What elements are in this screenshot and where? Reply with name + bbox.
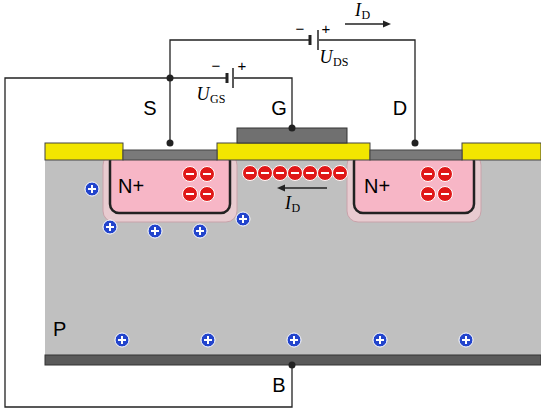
polarity-sign: −	[296, 21, 305, 38]
battery-symbol	[227, 30, 318, 88]
oxide-layer	[45, 143, 123, 160]
subscript: D	[292, 202, 301, 215]
polarity-sign: −	[212, 58, 221, 75]
region-label: N+	[118, 175, 144, 198]
region-label: N+	[364, 175, 390, 198]
electrons	[183, 166, 453, 202]
n-region	[110, 152, 230, 213]
subscript: DS	[333, 56, 348, 69]
n-region	[354, 152, 474, 213]
current-arrow	[277, 21, 391, 192]
terminal-label: G	[271, 97, 287, 119]
current-symbol: I	[355, 1, 361, 21]
holes	[85, 182, 473, 347]
voltage-symbol: U	[197, 85, 210, 105]
subscript: D	[362, 9, 371, 22]
oxide-layer	[462, 143, 541, 160]
polarity-sign: +	[238, 58, 247, 75]
electron-signs	[186, 173, 449, 194]
n-plus-region: N+	[354, 160, 474, 213]
terminal-label: B	[272, 374, 285, 396]
circuit-wires	[5, 40, 415, 407]
terminal-label: S	[143, 97, 156, 119]
voltage-symbol: U	[320, 48, 333, 68]
polarity-sign: +	[322, 21, 331, 38]
source-contact	[123, 150, 217, 160]
current-symbol: I	[285, 194, 291, 214]
p-substrate: P N+ N+	[45, 160, 541, 355]
junction-dots	[167, 75, 419, 369]
drain-contact	[370, 150, 462, 160]
region-label: P	[53, 318, 66, 341]
terminal-label: D	[393, 97, 407, 119]
n-plus-region: N+	[110, 160, 230, 213]
hole-signs	[88, 185, 470, 344]
subscript: GS	[210, 93, 225, 106]
gate-oxide	[217, 143, 370, 160]
